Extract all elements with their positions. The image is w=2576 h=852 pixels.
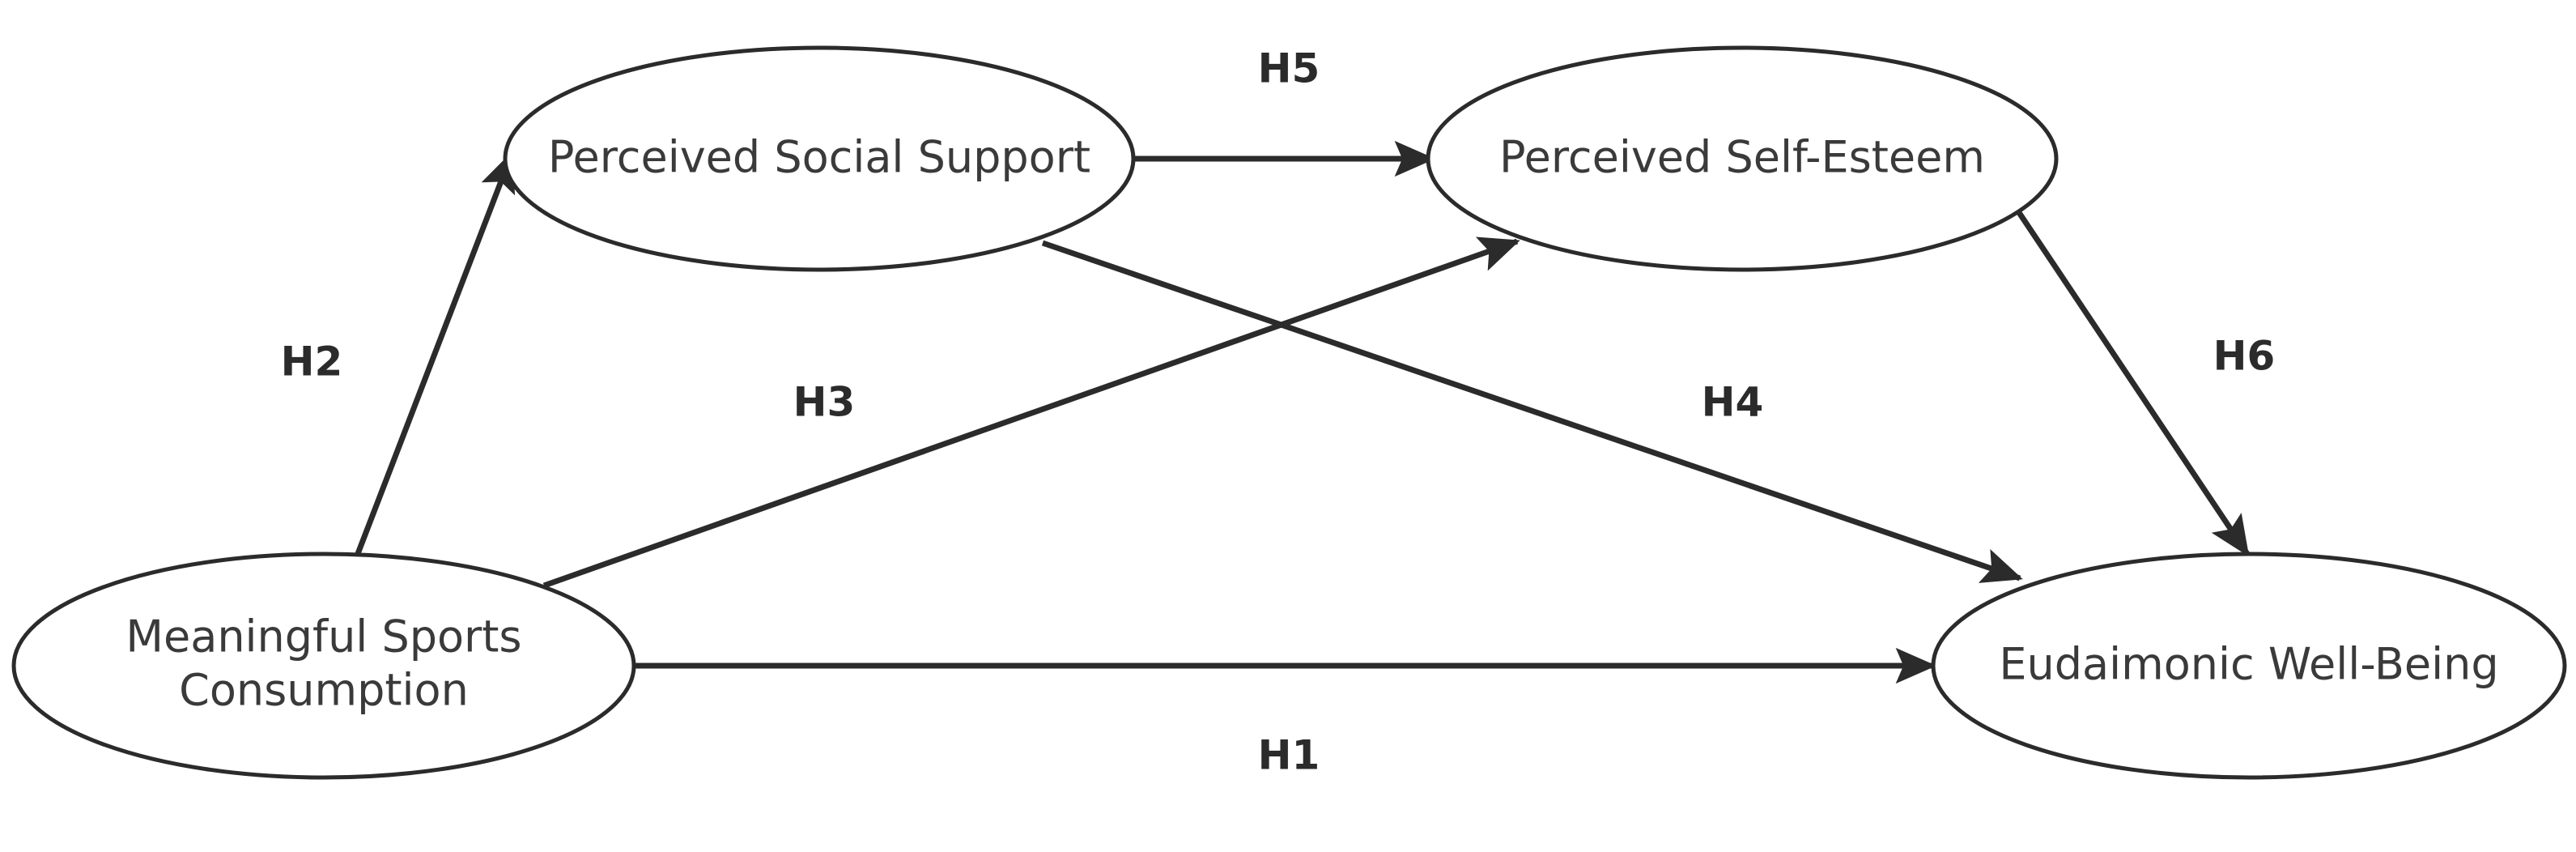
- edge-h1[interactable]: H1: [635, 647, 1937, 779]
- edge-group: H1 H2 H3 H4 H5 H6: [281, 45, 2276, 779]
- edge-h6-label: H6: [2213, 333, 2276, 380]
- node-meaningful-sports-consumption[interactable]: Meaningful Sports Consumption: [11, 552, 636, 780]
- node-pse-label: Perceived Self-Esteem: [1499, 132, 1985, 183]
- edge-h3-line: [542, 236, 1520, 589]
- edge-h4-label: H4: [1702, 379, 1764, 426]
- node-msc-ellipse: [11, 552, 636, 780]
- edge-h2[interactable]: H2: [281, 151, 516, 627]
- edge-h3[interactable]: H3: [542, 236, 1520, 589]
- node-eudaimonic-well-being[interactable]: Eudaimonic Well-Being: [1931, 552, 2567, 780]
- edge-h6[interactable]: H6: [2011, 202, 2276, 557]
- edge-h3-label: H3: [793, 379, 856, 426]
- edge-h4[interactable]: H4: [1041, 240, 2023, 583]
- node-msc-label-line2: Consumption: [179, 665, 469, 716]
- edge-h2-line: [327, 151, 516, 627]
- edge-h6-line: [2011, 202, 2250, 557]
- edge-h2-label: H2: [281, 339, 343, 386]
- node-msc-label-line1: Meaningful Sports: [125, 611, 521, 662]
- node-ewb-ellipse: [1931, 552, 2567, 780]
- node-pss-label: Perceived Social Support: [548, 132, 1090, 183]
- node-perceived-social-support[interactable]: Perceived Social Support: [503, 45, 1136, 272]
- node-pss-ellipse: [503, 45, 1136, 272]
- edge-h4-line: [1041, 240, 2023, 583]
- node-perceived-self-esteem[interactable]: Perceived Self-Esteem: [1426, 45, 2059, 272]
- edge-h5[interactable]: H5: [1133, 45, 1436, 177]
- edge-h1-label: H1: [1258, 732, 1320, 779]
- node-group: Meaningful Sports Consumption Perceived …: [11, 45, 2567, 780]
- edge-h5-label: H5: [1258, 45, 1320, 92]
- node-pse-ellipse: [1426, 45, 2059, 272]
- node-ewb-label: Eudaimonic Well-Being: [1999, 639, 2498, 690]
